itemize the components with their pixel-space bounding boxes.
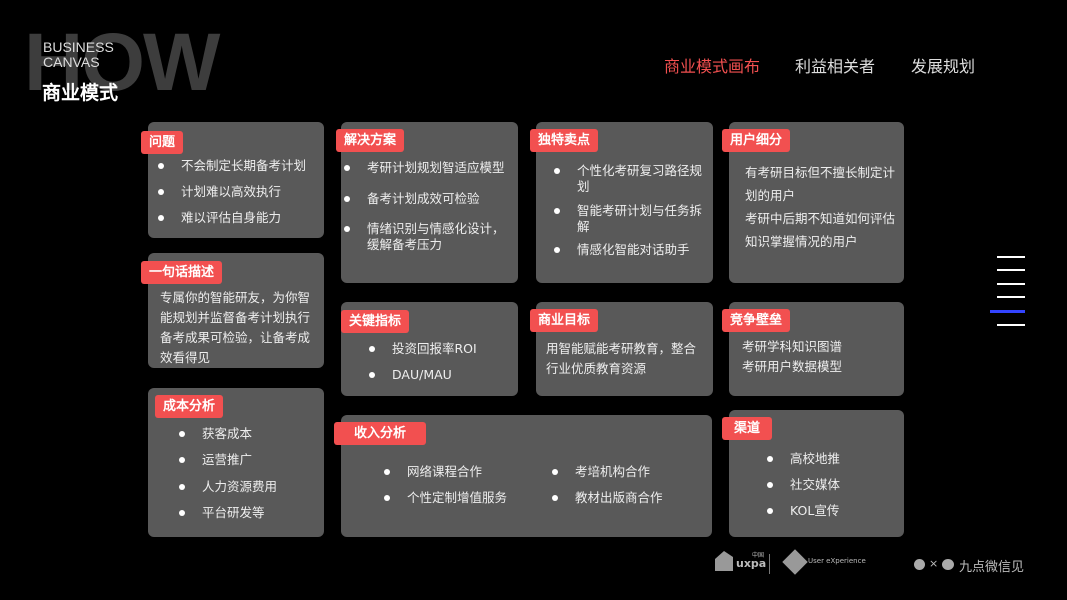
list-item: KOL宣传 <box>766 503 840 518</box>
label-usp: 独特卖点 <box>530 129 599 152</box>
label-metrics: 关键指标 <box>341 310 410 333</box>
segment-text: 有考研目标但不擅长制定计划的用户 <box>745 165 896 203</box>
nav-development-plan[interactable]: 发展规划 <box>911 57 976 76</box>
list-item: 运营推广 <box>178 452 253 467</box>
list-item: 获客成本 <box>178 426 253 441</box>
label-cost: 成本分析 <box>155 395 224 418</box>
list-item: 高校地推 <box>766 451 841 466</box>
list-item: 难以评估自身能力 <box>157 210 282 225</box>
list-item: 平台研发等 <box>179 505 265 520</box>
page-indicator-4[interactable] <box>997 296 1025 298</box>
user-experience-logo <box>782 549 808 575</box>
label-goal: 商业目标 <box>530 309 599 332</box>
segment-text: 考研中后期不知道如何评估知识掌握情况的用户 <box>745 211 896 249</box>
list-item: 考培机构合作 <box>551 464 651 479</box>
label-segments: 用户细分 <box>722 129 791 152</box>
page-indicator-2[interactable] <box>997 269 1025 271</box>
list-item: 人力资源费用 <box>178 479 278 494</box>
uxpa-logo-sup: 中国 <box>752 552 765 559</box>
label-problem: 问题 <box>141 131 184 154</box>
chat-icon <box>942 559 954 570</box>
list-item: DAU/MAU <box>369 367 452 382</box>
goal-text: 用智能赋能考研教育，整合行业优质教育资源 <box>546 341 697 376</box>
user-experience-logo-text: User eXperience <box>808 557 866 565</box>
label-solution: 解决方案 <box>336 129 405 152</box>
list-item: 个性化考研复习路径规划 <box>554 163 703 194</box>
list-item: 不会制定长期备考计划 <box>157 158 307 173</box>
list-item: 计划难以高效执行 <box>157 184 282 199</box>
label-moat: 竞争壁垒 <box>722 309 791 332</box>
partner-logo-text: 九点微信见 <box>959 560 1025 575</box>
divider <box>769 554 770 574</box>
label-revenue: 收入分析 <box>334 422 427 445</box>
times-icon: × <box>929 557 939 570</box>
page-indicator-5-active[interactable] <box>990 310 1025 313</box>
list-item: 情绪识别与情感化设计，缓解备考压力 <box>344 221 509 253</box>
list-item: 备考计划成效可检验 <box>344 191 507 207</box>
moat-text: 考研用户数据模型 <box>742 359 843 374</box>
label-pitch: 一句话描述 <box>141 261 223 284</box>
pitch-text: 专属你的智能研友，为你智能规划并监督备考计划执行备考成果可检验，让备考成效看得见 <box>160 290 311 365</box>
list-item: 投资回报率ROI <box>369 341 477 356</box>
list-item: 智能考研计划与任务拆解 <box>554 203 703 234</box>
list-item: 教材出版商合作 <box>552 490 663 505</box>
page-indicator-1[interactable] <box>997 256 1025 258</box>
uxpa-logo-text: uxpa <box>736 557 767 570</box>
clock-icon <box>914 559 925 570</box>
label-channels: 渠道 <box>722 417 773 440</box>
list-item: 考研计划规划智适应模型 <box>344 160 505 175</box>
page-indicator-3[interactable] <box>997 283 1025 285</box>
nav-business-canvas[interactable]: 商业模式画布 <box>664 57 761 76</box>
moat-text: 考研学科知识图谱 <box>742 339 843 354</box>
page-indicator-6[interactable] <box>997 324 1025 326</box>
list-item: 网络课程合作 <box>383 464 483 479</box>
watermark-how: HOW <box>24 17 220 108</box>
nav-stakeholders[interactable]: 利益相关者 <box>795 57 876 76</box>
uxpa-logo <box>715 551 733 571</box>
list-item: 社交媒体 <box>766 477 841 492</box>
list-item: 情感化智能对话助手 <box>554 242 690 257</box>
page-title: 商业模式 <box>42 82 119 104</box>
list-item: 个性定制增值服务 <box>383 490 508 505</box>
